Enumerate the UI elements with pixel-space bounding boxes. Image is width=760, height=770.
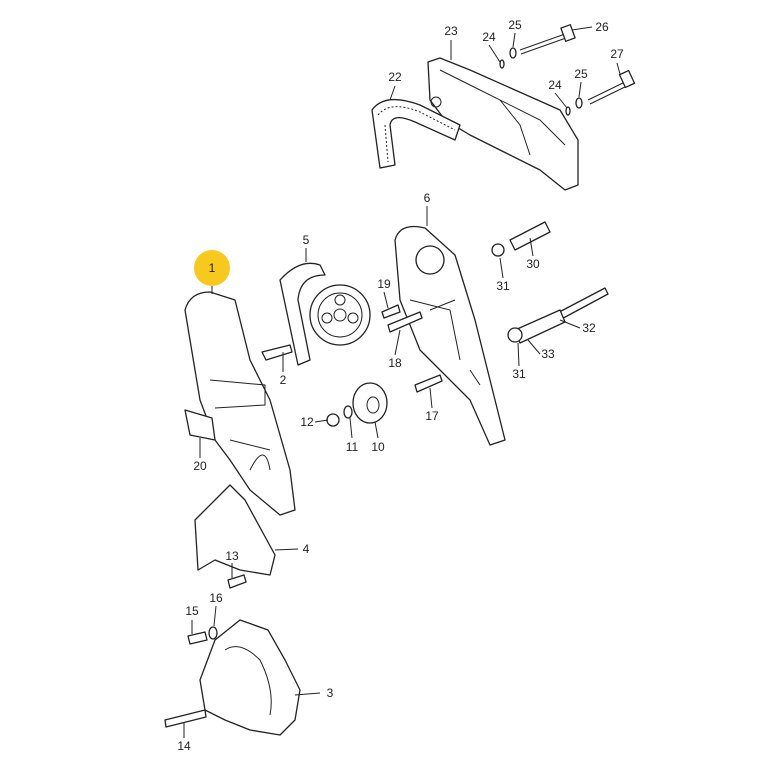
part-20-seal[interactable] (184, 409, 216, 441)
callout-24-upper[interactable]: 24 (482, 30, 496, 44)
part-16-washer[interactable] (208, 626, 218, 640)
callout-32[interactable]: 32 (582, 321, 596, 335)
part-14-bolt[interactable] (164, 709, 207, 728)
callout-24-lower[interactable]: 24 (548, 78, 562, 92)
part-10-tensioner[interactable] (352, 382, 388, 424)
part-31-nut-lower[interactable] (507, 327, 523, 343)
callout-19[interactable]: 19 (377, 277, 391, 291)
callout-30[interactable]: 30 (526, 257, 540, 271)
callout-1[interactable]: 1 (209, 261, 216, 275)
callout-14[interactable]: 14 (177, 739, 191, 753)
callout-16[interactable]: 16 (209, 591, 223, 605)
callout-6[interactable]: 6 (424, 191, 431, 205)
callout-18[interactable]: 18 (388, 356, 402, 370)
callout-4[interactable]: 4 (303, 542, 310, 556)
callout-13[interactable]: 13 (225, 549, 239, 563)
part-2-clip[interactable] (261, 344, 293, 361)
part-6-rear-cover[interactable] (394, 225, 506, 446)
callout-25-upper[interactable]: 25 (508, 18, 522, 32)
callout-31-upper[interactable]: 31 (496, 279, 510, 293)
callout-17[interactable]: 17 (425, 409, 439, 423)
part-31-nut-upper[interactable] (491, 243, 505, 257)
part-12-nut[interactable] (326, 413, 340, 427)
part-17-bolt[interactable] (414, 374, 443, 393)
leader-lines (183, 26, 621, 738)
callout-labels: 1 2 3 4 5 6 10 11 12 13 14 15 16 17 18 1… (177, 18, 624, 753)
part-27-bolt[interactable] (587, 69, 636, 105)
part-11-washer[interactable] (343, 405, 353, 419)
part-3-lower-cover[interactable] (199, 619, 301, 736)
part-4-middle-cover[interactable] (194, 484, 276, 576)
part-22-toothed-belt[interactable] (371, 98, 461, 169)
callout-5[interactable]: 5 (303, 233, 310, 247)
part-33-spacer[interactable] (514, 309, 566, 344)
callout-12[interactable]: 12 (300, 415, 314, 429)
callout-2[interactable]: 2 (280, 373, 287, 387)
callout-3[interactable]: 3 (327, 686, 334, 700)
callout-20[interactable]: 20 (193, 459, 207, 473)
callout-15[interactable]: 15 (185, 604, 199, 618)
part-26-bolt[interactable] (519, 24, 576, 55)
callout-22[interactable]: 22 (388, 70, 402, 84)
part-15-bolt[interactable] (187, 631, 208, 645)
selected-part-highlight[interactable] (194, 250, 230, 286)
callout-10[interactable]: 10 (371, 440, 385, 454)
part-18-bolt[interactable] (387, 311, 423, 333)
callout-11[interactable]: 11 (346, 440, 359, 454)
part-19-bolt[interactable] (381, 304, 401, 319)
callout-25-lower[interactable]: 25 (574, 67, 588, 81)
part-30-stud[interactable] (509, 221, 551, 251)
callout-27[interactable]: 27 (610, 47, 624, 61)
callout-23[interactable]: 23 (444, 24, 458, 38)
callout-31-lower[interactable]: 31 (512, 367, 526, 381)
part-5-belt-and-sprocket[interactable] (279, 262, 371, 366)
callout-26[interactable]: 26 (595, 20, 609, 34)
part-13-bolt[interactable] (227, 574, 247, 589)
part-24-25-washers[interactable] (499, 47, 583, 116)
part-1-upper-timing-cover[interactable] (184, 291, 296, 516)
callout-33[interactable]: 33 (541, 347, 555, 361)
